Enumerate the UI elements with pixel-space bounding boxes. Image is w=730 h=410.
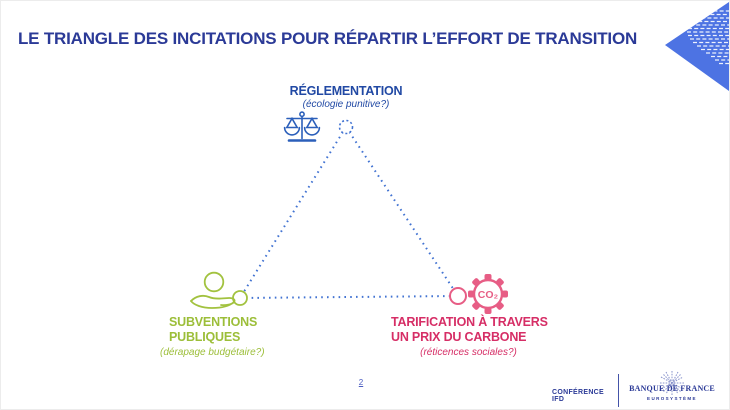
tarification-sublabel: (réticences sociales?) <box>420 347 517 358</box>
conference-label: CONFÉRENCE IFD <box>552 389 605 403</box>
vertex-top-circle <box>338 119 354 135</box>
co2-gear-icon: CO₂ <box>468 274 508 314</box>
reglementation-sublabel: (écologie punitive?) <box>302 99 390 110</box>
bank-logo-name: BANQUE DE FRANCE <box>629 384 715 393</box>
subventions-sublabel: (dérapage budgétaire?) <box>160 347 265 358</box>
subventions-label-line2: PUBLIQUES <box>169 330 241 344</box>
triangle-edge-bottom <box>239 295 459 299</box>
hand-offering-icon <box>190 271 236 309</box>
bank-emblem-icon <box>660 371 684 395</box>
tarification-label-line2: UN PRIX DU CARBONE <box>391 330 527 344</box>
vertex-bottom-right-circle <box>449 287 467 305</box>
triangle-edge-left <box>239 126 347 299</box>
brand-arrow-icon <box>665 2 729 91</box>
bank-logo: BANQUE DE FRANCE EUROSYSTÈME <box>628 370 716 408</box>
tarification-label-line1: TARIFICATION À TRAVERS <box>391 315 548 329</box>
balance-scales-icon <box>283 111 321 142</box>
page-title: LE TRIANGLE DES INCITATIONS POUR RÉPARTI… <box>18 29 638 48</box>
footer-divider <box>618 374 619 407</box>
subventions-label-line1: SUBVENTIONS <box>169 315 258 329</box>
co2-gear-label: CO₂ <box>478 289 499 301</box>
page-number-link[interactable]: 2 <box>358 378 364 387</box>
reglementation-label: RÉGLEMENTATION <box>289 84 403 98</box>
triangle-edge-right <box>345 126 459 297</box>
bank-logo-subname: EUROSYSTÈME <box>647 396 697 401</box>
